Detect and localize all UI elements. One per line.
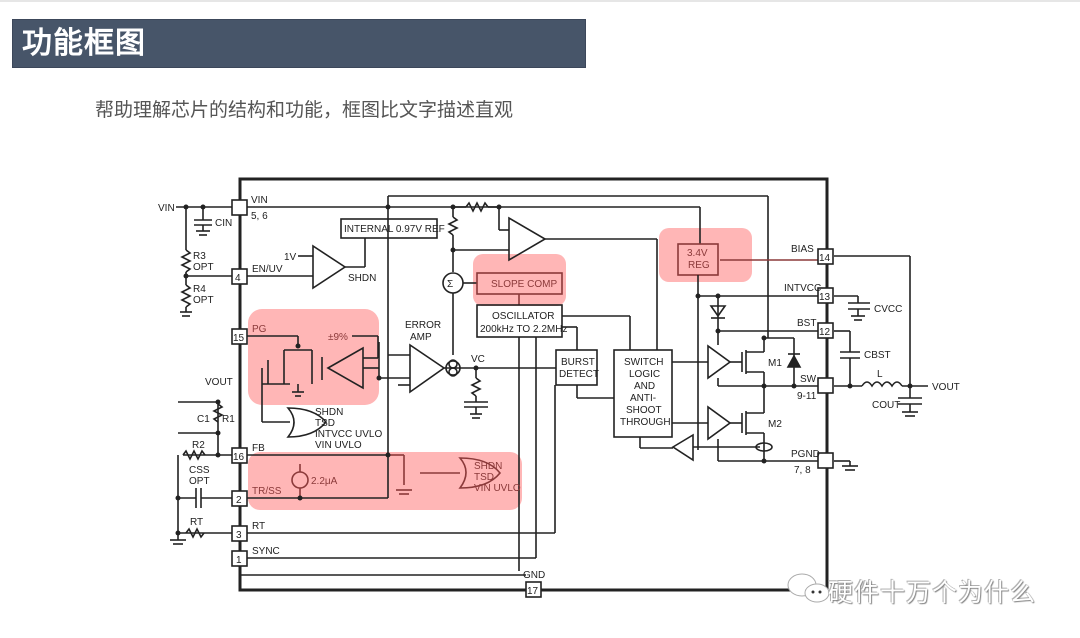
pin-intvcc-label: INTVCC xyxy=(784,283,821,294)
m1-label: M1 xyxy=(768,358,782,369)
vin-external-label: VIN xyxy=(158,203,175,214)
inductor-label: L xyxy=(877,369,883,380)
switch-logic-line-4: ANTI- xyxy=(630,393,656,404)
pin-tr-ss-label: TR/SS xyxy=(252,486,282,497)
cvcc-label: CVCC xyxy=(874,304,902,315)
error-amp-label-1: ERROR xyxy=(405,320,441,331)
pin-boxes xyxy=(231,199,834,598)
pin-3-number: 3 xyxy=(236,530,242,541)
rt-resistor-label: RT xyxy=(190,517,203,528)
r1-label: R1 xyxy=(222,414,235,425)
oscillator-range: 200kHz TO 2.2MHz xyxy=(480,324,567,335)
pin-pgnd-number: 7, 8 xyxy=(794,465,811,476)
cin-label: CIN xyxy=(215,218,232,229)
switch-logic-line-2: LOGIC xyxy=(629,369,660,380)
one-volt-label: 1V xyxy=(284,252,297,263)
r3-opt-label: OPT xyxy=(193,262,214,273)
section-subtitle: 帮助理解芯片的结构和功能，框图比文字描述直观 xyxy=(95,99,514,121)
pin-rt-label: RT xyxy=(252,521,265,532)
pin-vin-number: 5, 6 xyxy=(251,211,268,222)
highlight-pg-comparator xyxy=(248,309,379,405)
ref-block-label: INTERNAL 0.97V REF xyxy=(344,224,445,235)
error-amp-label-2: AMP xyxy=(410,332,432,343)
switch-logic-line-5: SHOOT xyxy=(626,405,662,416)
switch-logic-line-1: SWITCH xyxy=(624,357,663,368)
vout-output-label: VOUT xyxy=(932,382,960,393)
pin-12-number: 12 xyxy=(819,327,831,338)
pin-fb-label: FB xyxy=(252,443,265,454)
burst-label-2: DETECT xyxy=(559,369,599,380)
highlight-regions xyxy=(248,228,752,510)
pin-1-number: 1 xyxy=(236,555,242,566)
pin-4-number: 4 xyxy=(235,273,241,284)
or2-input-3: VIN UVLO xyxy=(474,483,521,494)
or2-input-1: SHDN xyxy=(474,461,502,472)
or1-input-4: VIN UVLO xyxy=(315,440,362,451)
section-title: 功能框图 xyxy=(22,26,146,61)
pin-sw-label: SW xyxy=(800,374,817,385)
slope-comp-label: SLOPE COMP xyxy=(491,279,557,290)
r4-opt-label: OPT xyxy=(193,295,214,306)
burst-label-1: BURST xyxy=(561,357,595,368)
reg-label-2: REG xyxy=(688,260,710,271)
ground-symbols xyxy=(170,219,918,545)
pin-vin-label: VIN xyxy=(251,195,268,206)
pin-en-uv-label: EN/UV xyxy=(252,264,283,275)
pin-15-number: 15 xyxy=(233,333,245,344)
pin-pgnd-label: PGND xyxy=(791,449,820,460)
pin-bias-label: BIAS xyxy=(791,244,814,255)
cbst-label: CBST xyxy=(864,350,891,361)
shdn-label: SHDN xyxy=(348,273,376,284)
section-banner: 功能框图 xyxy=(12,19,586,68)
diagram-labels: 4 15 16 2 3 1 17 14 13 12 VIN 5, 6 EN/UV… xyxy=(158,195,960,597)
pin-13-number: 13 xyxy=(819,292,831,303)
cout-label: COUT xyxy=(872,400,900,411)
or1-input-3: INTVCC UVLO xyxy=(315,429,382,440)
pin-14-number: 14 xyxy=(819,253,831,264)
reg-label-1: 3.4V xyxy=(687,248,708,259)
wires xyxy=(176,195,928,576)
r2-label: R2 xyxy=(192,440,205,451)
pin-2-number: 2 xyxy=(236,495,242,506)
pin-bst-label: BST xyxy=(797,318,816,329)
or1-input-1: SHDN xyxy=(315,407,343,418)
pin-pg-label: PG xyxy=(252,324,267,335)
sigma-symbol: Σ xyxy=(447,279,453,290)
pin-sw-number: 9-11 xyxy=(797,391,817,402)
c1-label: C1 xyxy=(197,414,210,425)
pin-16-number: 16 xyxy=(233,452,245,463)
vc-label: VC xyxy=(471,354,485,365)
css-opt-label: OPT xyxy=(189,476,210,487)
r3-label: R3 xyxy=(193,251,206,262)
vout-feedback-label: VOUT xyxy=(205,377,233,388)
current-source-label: 2.2μA xyxy=(311,476,338,487)
oscillator-label: OSCILLATOR xyxy=(492,311,554,322)
switch-logic-line-6: THROUGH xyxy=(620,417,671,428)
junction-dots xyxy=(175,204,913,536)
highlight-regulator xyxy=(659,228,752,282)
or1-input-2: TSD xyxy=(315,418,335,429)
r4-label: R4 xyxy=(193,284,206,295)
highlight-slope-comp xyxy=(473,254,566,306)
highlight-soft-start xyxy=(248,452,522,510)
pin-17-number: 17 xyxy=(527,586,539,597)
pin-gnd-label: GND xyxy=(523,570,545,581)
switch-logic-line-3: AND xyxy=(634,381,655,392)
pg-threshold-label: ±9% xyxy=(328,332,348,343)
or2-input-2: TSD xyxy=(474,472,494,483)
m2-label: M2 xyxy=(768,419,782,430)
pin-sync-label: SYNC xyxy=(252,546,280,557)
css-label: CSS xyxy=(189,465,210,476)
wechat-icon xyxy=(787,573,830,603)
top-divider xyxy=(0,0,1080,2)
watermark-text: 硬件十万个为什么 xyxy=(828,578,1037,607)
